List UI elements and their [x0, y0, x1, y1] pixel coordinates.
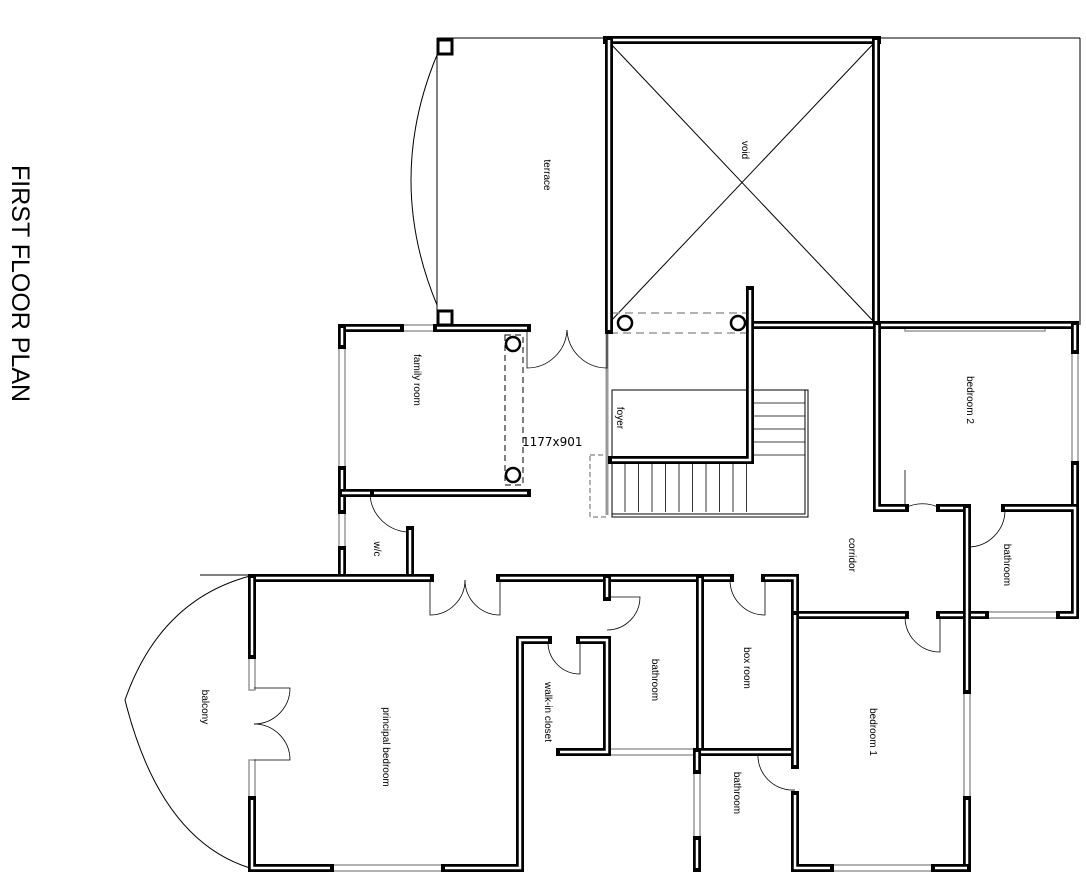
staircase — [589, 389, 809, 518]
room-label-foyer: foyer — [614, 407, 625, 430]
door-swing — [967, 509, 1006, 548]
wall-core — [1005, 506, 1077, 617]
room-label-wc: w/c — [371, 541, 382, 557]
stair-dashed — [589, 454, 608, 518]
wall-core — [765, 576, 905, 617]
column-round — [729, 314, 747, 332]
wall-core — [612, 290, 752, 462]
columns — [436, 38, 747, 484]
window — [829, 864, 936, 872]
door-swing — [253, 723, 291, 761]
room-label-corridor: corridor — [846, 538, 857, 573]
balcony-curve — [124, 575, 251, 869]
column-round — [504, 335, 522, 353]
room-label-walk-in-closet: walk-in closet — [542, 681, 553, 742]
wall-core — [250, 800, 330, 870]
window — [338, 509, 346, 551]
column-round — [504, 466, 522, 484]
terrace-curve — [410, 54, 438, 306]
wall-core — [560, 638, 609, 754]
window — [248, 759, 256, 801]
outline-line — [608, 41, 876, 324]
door-swing — [253, 687, 291, 725]
column-round — [616, 314, 634, 332]
wall-segment — [441, 636, 552, 872]
stair-outline — [611, 389, 809, 518]
wall-segment — [1001, 504, 1079, 619]
plan-title: FIRST FLOOR PLAN — [6, 165, 34, 402]
door-swing — [606, 596, 641, 631]
window — [963, 689, 971, 801]
wall-segment — [791, 791, 834, 872]
door-swing — [566, 329, 608, 369]
window — [329, 864, 446, 872]
room-label-bedroom-1: bedroom 1 — [867, 708, 878, 756]
column-square — [436, 38, 454, 56]
door-swing — [369, 494, 411, 533]
room-label-bathroom-bedroom1: bathroom — [731, 772, 742, 814]
window — [399, 324, 438, 332]
door-swing — [729, 579, 766, 616]
column-square — [436, 309, 454, 327]
room-label-balcony: balcony — [199, 690, 210, 724]
beam-dashed — [504, 334, 524, 486]
doors — [253, 329, 1006, 791]
wall-segment — [608, 286, 754, 464]
room-label-bedroom-2: bedroom 2 — [964, 376, 975, 424]
dimension-readout: 1177x901 — [522, 435, 583, 449]
door-swing — [904, 470, 941, 509]
door-swing — [547, 641, 581, 675]
wall-segment — [873, 321, 909, 512]
window — [338, 344, 346, 471]
room-label-void: void — [739, 141, 750, 159]
door-swing — [757, 751, 796, 791]
walls — [248, 36, 1079, 872]
window — [693, 769, 701, 841]
room-label-bathroom-ensuite: bathroom — [649, 659, 660, 701]
wall-segment — [248, 796, 334, 872]
wall-core — [445, 638, 548, 870]
wall-segment — [761, 574, 909, 619]
door-swing — [464, 579, 501, 616]
window — [1071, 349, 1079, 466]
outline-lines — [124, 37, 1081, 869]
wall-core — [875, 325, 905, 510]
window — [609, 748, 698, 756]
door-swing — [526, 329, 568, 369]
window — [984, 611, 1061, 619]
wall-core — [793, 795, 830, 870]
door-swing — [904, 616, 941, 653]
room-label-bathroom-east: bathroom — [1001, 544, 1012, 586]
room-label-family-room: family room — [411, 354, 422, 406]
door-swing — [429, 579, 466, 616]
wall-segment — [556, 636, 611, 756]
stair-outline — [611, 389, 806, 515]
windows — [248, 324, 1079, 872]
room-label-box-room: box room — [741, 647, 752, 689]
room-label-terrace: terrace — [541, 159, 552, 191]
room-label-principal-bedroom: principal bedroom — [380, 707, 391, 787]
window — [248, 654, 256, 691]
